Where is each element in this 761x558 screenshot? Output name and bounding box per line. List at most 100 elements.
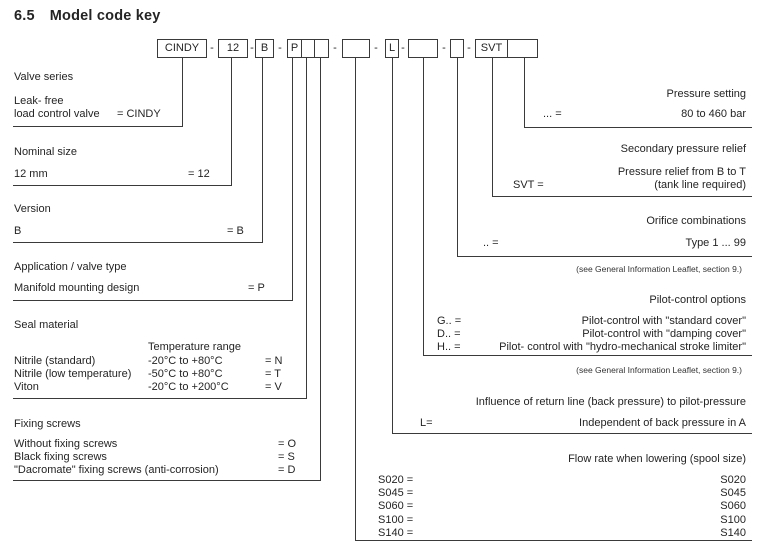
underline-pressure-setting [524,127,752,128]
code-cell-seal [301,40,314,57]
page-title: 6.5 Model code key [14,8,161,24]
return-influence-label: L= [420,417,433,429]
code-cell-version: B [260,42,269,54]
orifice-label: .. = [483,237,499,249]
pilot-row-value: Pilot-control with "damping cover" [582,328,746,340]
code-cell-fixing [314,40,328,57]
fixing-row-code: = D [278,464,296,476]
version-code: = B [227,225,244,237]
seal-material-col-header: Temperature range [148,341,241,353]
flow-row-value: S140 [720,527,746,539]
connector-application [292,57,293,300]
valve-series-row1: Leak- free [14,95,64,107]
underline-secondary-relief [492,196,752,197]
connector-valve-series [182,57,183,126]
code-cell-orifice [451,40,463,57]
pilot-row-label: D.. = [437,328,461,340]
application-label: Manifold mounting design [14,282,140,294]
connector-fixing-screws [320,57,321,480]
orifice-value: Type 1 ... 99 [685,237,746,249]
application-code: = P [248,282,265,294]
flow-row-label: S060 = [378,500,414,512]
connector-seal-material [306,57,307,398]
flow-row-label: S020 = [378,474,414,486]
code-cell-series: CINDY [164,42,200,54]
code-box-size: 12 [218,39,248,58]
fixing-screws-heading: Fixing screws [14,418,81,430]
underline-version [13,242,263,243]
fixing-row-name: Black fixing screws [14,451,107,463]
flow-row-label: S045 = [378,487,414,499]
flow-rate-heading: Flow rate when lowering (spool size) [568,453,746,465]
code-box-application: P [287,39,329,58]
code-cell-flow [343,40,369,57]
section-number: 6.5 [14,8,35,24]
seal-row-code: = N [265,355,283,367]
pilot-row-label: H.. = [437,341,461,353]
code-box-pressure: SVT [475,39,538,58]
fixing-row-code: = O [278,438,297,450]
code-box-pilot [408,39,438,58]
code-cell-pressure-setting [507,40,537,57]
return-influence-heading: Influence of return line (back pressure)… [475,396,746,408]
flow-row-value: S060 [720,500,746,512]
code-separator: - [250,42,254,54]
fixing-row-code: = S [278,451,295,463]
code-separator: - [401,42,405,54]
section-title: Model code key [49,8,161,24]
code-box-flow [342,39,370,58]
flow-row-value: S020 [720,474,746,486]
pressure-setting-label: ... = [543,108,562,120]
connector-secondary-relief [492,57,493,196]
code-cell-application: P [290,42,299,54]
nominal-size-code: = 12 [188,168,210,180]
code-separator: - [210,42,214,54]
pressure-setting-value: 80 to 460 bar [681,108,746,120]
code-cell-return-line: L [388,42,396,54]
underline-return-influence [392,433,752,434]
underline-nominal-size [13,185,232,186]
valve-series-heading: Valve series [14,71,74,83]
nominal-size-heading: Nominal size [14,146,77,158]
code-box-return-line: L [385,39,399,58]
flow-row-value: S045 [720,487,746,499]
underline-fixing-screws [13,480,321,481]
seal-material-heading: Seal material [14,319,79,331]
fixing-row-name: Without fixing screws [14,438,118,450]
underline-application [13,300,293,301]
orifice-heading: Orifice combinations [646,215,746,227]
nominal-size-label: 12 mm [14,168,48,180]
pilot-control-note: (see General Information Leaflet, sectio… [576,365,742,375]
pressure-setting-heading: Pressure setting [666,88,746,100]
pilot-row-value: Pilot-control with "standard cover" [581,315,746,327]
return-influence-value: Independent of back pressure in A [579,417,746,429]
code-separator: - [278,42,282,54]
code-cell-pilot [409,40,437,57]
version-label: B [14,225,22,237]
secondary-relief-heading: Secondary pressure relief [620,143,746,155]
seal-row-name: Nitrile (standard) [14,355,96,367]
version-heading: Version [14,203,51,215]
flow-row-value: S100 [720,514,746,526]
secondary-relief-line1: Pressure relief from B to T [617,166,746,178]
connector-nominal-size [231,57,232,185]
code-box-orifice [450,39,464,58]
flow-row-label: S100 = [378,514,414,526]
secondary-relief-label: SVT = [513,179,544,191]
connector-pilot-control [423,57,424,355]
seal-row-temp: -50°C to +80°C [148,368,223,380]
flow-row-label: S140 = [378,527,414,539]
code-separator: - [374,42,378,54]
code-separator: - [467,42,471,54]
seal-row-temp: -20°C to +80°C [148,355,223,367]
pilot-row-label: G.. = [437,315,462,327]
code-cell-svt: SVT [480,42,503,54]
code-box-series: CINDY [157,39,207,58]
code-cell-size: 12 [226,42,240,54]
seal-row-code: = T [265,368,282,380]
underline-seal-material [13,398,307,399]
pilot-control-heading: Pilot-control options [649,294,746,306]
underline-valve-series [13,126,183,127]
underline-flow-rate [355,540,752,541]
pilot-row-value: Pilot- control with "hydro-mechanical st… [499,341,746,353]
